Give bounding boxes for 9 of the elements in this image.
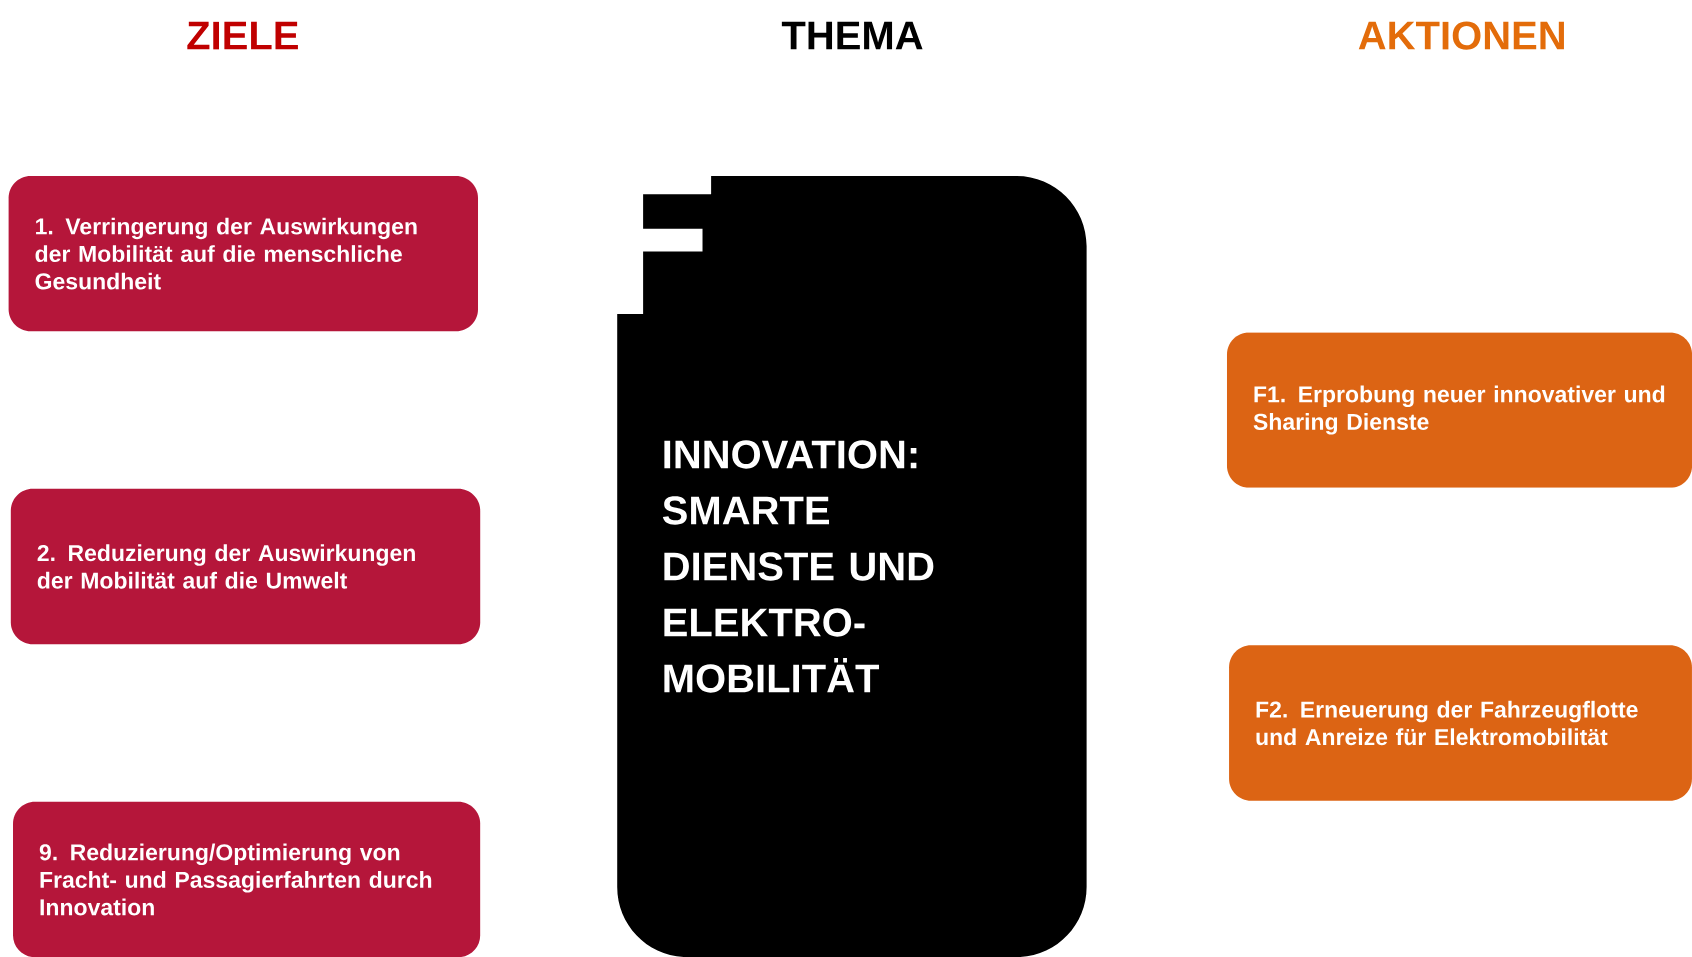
action-box: F1. Erprobung neuer innovativer und Sharing Dienste (1226, 332, 1692, 488)
theme-panel: INNOVATION: SMARTE DIENSTE UND ELEKTRO-MOBILITÄT (617, 175, 1087, 957)
action-box: F2. Erneuerung der Fahrzeugflotte und Anreize für Elektromobilität (1229, 645, 1692, 801)
goal-box: 1. Verringerung der Auswirkungen der Mobilität auf die menschliche Gesundheit (8, 175, 478, 332)
column-heading: ZIELE (187, 21, 298, 50)
column-heading: THEMA (781, 21, 923, 50)
goal-box: 9. Reduzierung/Optimierung von Fracht- und Passagierfahrten durch Innovation (13, 801, 481, 957)
goal-box: 2. Reduzierung der Auswirkungen der Mobilität auf die Umwelt (10, 488, 481, 645)
column-heading: AKTIONEN (1358, 21, 1564, 50)
